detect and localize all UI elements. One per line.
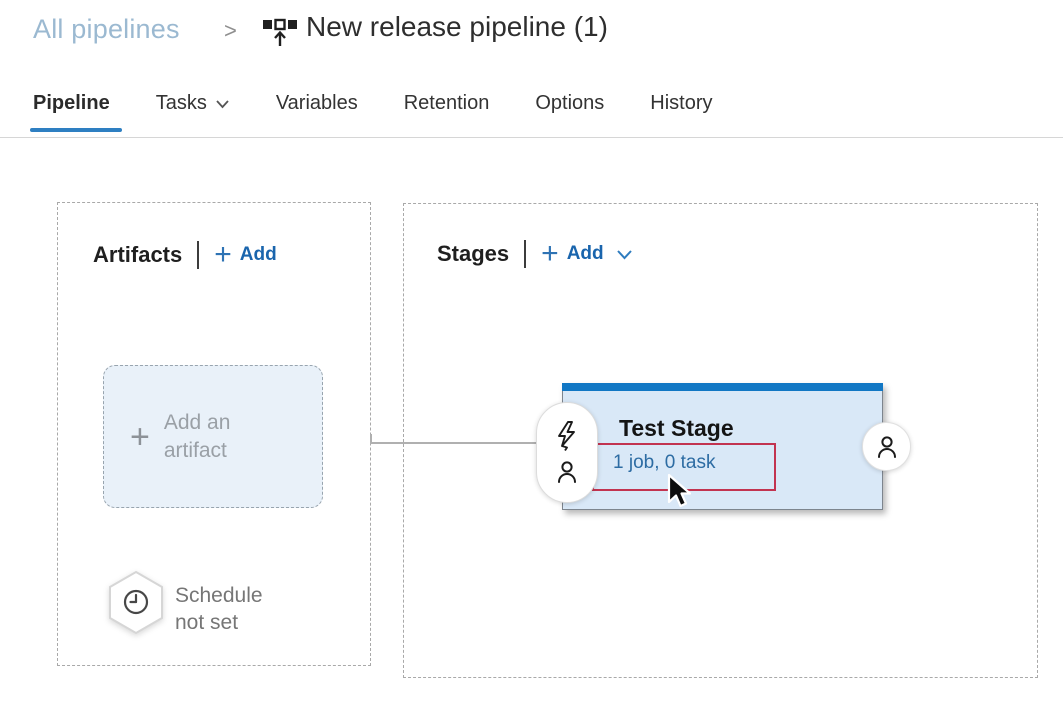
post-deployment-conditions-button[interactable] [862, 422, 911, 471]
artifacts-title: Artifacts [93, 242, 183, 267]
artifact-stage-connector [370, 442, 542, 444]
stage-name: Test Stage [619, 415, 734, 441]
tab-retention-label: Retention [403, 92, 490, 114]
active-tab-underline [30, 128, 122, 132]
chevron-down-icon [216, 99, 229, 108]
stage-jobs-tasks-link[interactable]: 1 job, 0 task [613, 452, 716, 473]
tab-tasks[interactable]: Tasks [156, 92, 230, 115]
breadcrumb-separator: > [224, 18, 237, 43]
artifacts-header: Artifacts + Add [93, 238, 277, 271]
chevron-down-icon [616, 249, 632, 259]
add-stage-button[interactable]: + Add [541, 237, 632, 270]
add-artifact-button[interactable]: + Add [214, 238, 277, 271]
plus-icon: + [541, 237, 559, 270]
plus-icon: + [214, 238, 232, 271]
breadcrumb-all-pipelines-link[interactable]: All pipelines [33, 14, 180, 44]
artifacts-header-divider [197, 241, 200, 269]
tab-bar: Pipeline Tasks Variables Retention Optio… [33, 92, 713, 115]
stage-card-test-stage[interactable] [562, 383, 883, 510]
stages-title: Stages [437, 241, 510, 266]
tab-retention[interactable]: Retention [404, 92, 490, 115]
artifact-stage-connector [370, 434, 372, 444]
lightning-icon [558, 421, 575, 452]
schedule-status-text: Schedule not set [175, 584, 263, 635]
tab-options[interactable]: Options [535, 92, 604, 115]
release-pipeline-icon [263, 18, 297, 46]
tab-variables-label: Variables [275, 92, 358, 114]
tab-tasks-label: Tasks [155, 92, 207, 114]
tab-history[interactable]: History [650, 92, 712, 115]
tab-pipeline[interactable]: Pipeline [33, 92, 110, 115]
tab-options-label: Options [535, 92, 605, 114]
clock-icon [123, 589, 149, 615]
tab-history-label: History [650, 92, 713, 114]
stages-header-divider [524, 240, 527, 268]
tab-variables[interactable]: Variables [276, 92, 358, 115]
plus-icon: + [130, 417, 150, 456]
pre-deployment-conditions-button[interactable] [536, 402, 598, 503]
stage-card-accent-bar [562, 383, 883, 391]
page-title: New release pipeline (1) [306, 11, 608, 42]
add-artifact-dropzone[interactable]: + Add an artifact [103, 365, 323, 508]
person-icon [877, 435, 896, 458]
add-artifact-placeholder-text: Add an artifact [163, 410, 231, 462]
person-icon [558, 461, 576, 483]
tab-bar-divider [0, 137, 1063, 138]
stages-header: Stages + Add [437, 237, 633, 270]
tab-pipeline-label: Pipeline [33, 92, 110, 114]
add-stage-button-label: Add [566, 243, 604, 264]
add-artifact-button-label: Add [239, 244, 277, 265]
schedule-trigger-button[interactable] [107, 570, 165, 636]
